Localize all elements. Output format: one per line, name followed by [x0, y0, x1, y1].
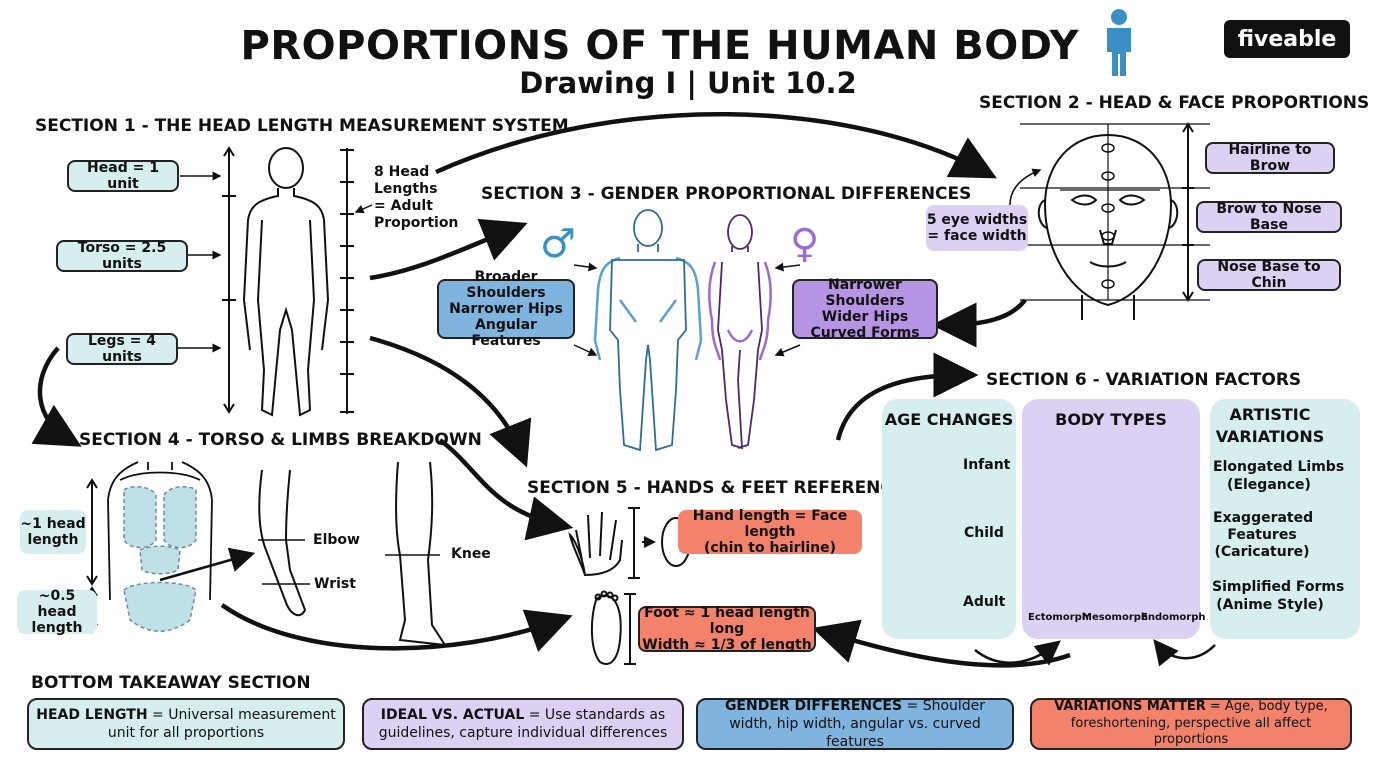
ectomorph-label: Ectomorph: [1028, 612, 1089, 623]
female-figure: [708, 214, 772, 450]
leg-diagram: [385, 461, 447, 647]
foot-line: Foot ≈ 1 head length long: [644, 604, 810, 637]
endomorph-label: Endomorph: [1141, 612, 1206, 623]
label-line: (Anime Style): [1216, 597, 1324, 613]
body-types-title: BODY TYPES: [1055, 410, 1167, 429]
note-line: Lengths: [374, 181, 438, 197]
female-trait: Curved Forms: [810, 325, 920, 342]
male-trait: Angular Features: [471, 317, 541, 350]
takeaway-ideal-vs-actual: IDEAL VS. ACTUAL = Use standards as guid…: [362, 698, 684, 750]
takeaway-text: = Shoulder width, hip width, angular vs.…: [729, 697, 986, 751]
male-figure: [593, 209, 703, 452]
section6-heading: SECTION 6 - VARIATION FACTORS: [986, 370, 1302, 390]
label-line: Elongated Limbs: [1213, 459, 1345, 475]
nose-to-chin-label: Nose Base to Chin: [1197, 259, 1341, 291]
person-icon: [1103, 8, 1135, 88]
page-title-text: PROPORTIONS OF THE HUMAN BODY: [240, 23, 1080, 69]
adult-label: Adult: [963, 594, 1006, 610]
torso-unit-label: Torso = 2.5 units: [56, 240, 188, 272]
female-trait: Narrower Shoulders: [825, 276, 905, 309]
female-trait: Wider Hips: [821, 309, 909, 325]
label-line: Features: [1227, 527, 1297, 543]
label-line: (Caricature): [1214, 544, 1310, 560]
wrist-label: Wrist: [314, 576, 356, 592]
title-line: VARIATIONS: [1215, 427, 1325, 446]
measure-scale-left: [222, 146, 236, 414]
female-symbol-icon: ♀: [790, 221, 820, 267]
label-line: length: [27, 532, 79, 548]
hairline-to-brow-label: Hairline to Brow: [1205, 142, 1335, 174]
takeaway-text: = Use standards as guidelines, capture i…: [378, 706, 668, 741]
body-types-panel: [1022, 399, 1200, 639]
elbow-label: Elbow: [313, 532, 360, 548]
page-title: PROPORTIONS OF THE HUMAN BODY: [0, 8, 1376, 88]
legs-unit-label: Legs = 4 units: [66, 333, 178, 365]
note-line: Proportion: [374, 215, 459, 231]
takeaway-key: IDEAL VS. ACTUAL: [380, 706, 525, 723]
label-line: Simplified Forms: [1212, 579, 1345, 595]
takeaway-key: GENDER DIFFERENCES: [724, 697, 903, 714]
arm-diagram: [258, 469, 310, 617]
one-head-length-label: ~1 head length: [20, 510, 86, 554]
male-trait: Broader Shoulders: [466, 268, 546, 301]
elongated-limbs-label: Elongated Limbs (Elegance): [1213, 458, 1345, 494]
eight-heads-note: 8 Head Lengths = Adult Proportion: [374, 164, 458, 232]
section1-heading: SECTION 1 - THE HEAD LENGTH MEASUREMENT …: [35, 116, 569, 136]
takeaway-heading: BOTTOM TAKEAWAY SECTION: [31, 673, 311, 693]
hand-line: (chin to hairline): [703, 540, 837, 557]
label-line: (Elegance): [1227, 477, 1311, 493]
label-line: length: [31, 620, 83, 637]
simplified-forms-label: Simplified Forms (Anime Style): [1212, 578, 1345, 614]
takeaway-key: VARIATIONS MATTER: [1054, 698, 1206, 714]
age-changes-panel: [882, 399, 1016, 639]
page-subtitle: Drawing I | Unit 10.2: [519, 66, 857, 100]
label-line: ~0.5 head: [37, 587, 77, 620]
takeaway-text: = Universal measurement unit for all pro…: [107, 706, 336, 741]
section3-heading: SECTION 3 - GENDER PROPORTIONAL DIFFEREN…: [481, 184, 972, 204]
eye-line: 5 eye widths: [926, 211, 1028, 228]
face-guide-lines: [1020, 123, 1210, 301]
takeaway-text: = Age, body type, foreshortening, perspe…: [1070, 698, 1328, 748]
torso-diagram: [107, 461, 213, 601]
brow-to-nose-label: Brow to Nose Base: [1196, 201, 1342, 233]
age-changes-title: AGE CHANGES: [884, 410, 1014, 429]
female-traits-box: Narrower Shoulders Wider Hips Curved For…: [792, 276, 938, 342]
takeaway-key: HEAD LENGTH: [36, 706, 148, 723]
hand-line: Hand length = Face length: [692, 507, 848, 540]
label-line: Exaggerated: [1213, 510, 1314, 526]
male-traits-box: Broader Shoulders Narrower Hips Angular …: [437, 269, 575, 349]
takeaway-variations-matter: VARIATIONS MATTER = Age, body type, fore…: [1030, 698, 1352, 750]
label-line: ~1 head: [20, 515, 86, 532]
section2-heading: SECTION 2 - HEAD & FACE PROPORTIONS: [979, 93, 1370, 113]
note-line: 8 Head: [374, 164, 430, 180]
infant-label: Infant: [963, 457, 1011, 473]
foot-drawing: [590, 590, 636, 665]
artistic-variations-title: ARTISTIC VARIATIONS: [1210, 404, 1330, 448]
section4-heading: SECTION 4 - TORSO & LIMBS BREAKDOWN: [79, 430, 482, 450]
eye-widths-label: 5 eye widths = face width: [926, 205, 1028, 251]
mesomorph-label: Mesomorph: [1082, 612, 1149, 623]
eye-line: = face width: [927, 228, 1027, 244]
foot-line: Width ≈ 1/3 of length: [642, 637, 812, 654]
takeaway-head-length: HEAD LENGTH = Universal measurement unit…: [27, 698, 345, 750]
exaggerated-features-label: Exaggerated Features (Caricature): [1213, 510, 1314, 561]
takeaway-gender-differences: GENDER DIFFERENCES = Shoulder width, hip…: [696, 698, 1014, 750]
child-label: Child: [964, 525, 1004, 541]
measure-scale-right: [340, 148, 354, 414]
hand-drawing: [568, 511, 623, 577]
section5-heading: SECTION 5 - HANDS & FEET REFERENCE: [527, 478, 905, 498]
title-line: ARTISTIC: [1229, 405, 1311, 424]
connector-arrows: [31, 111, 1071, 668]
male-symbol-icon: ♂: [540, 221, 576, 267]
hand-length-box: Hand length = Face length (chin to hairl…: [678, 507, 862, 557]
body-figure-8-heads: [242, 147, 330, 417]
head-unit-label: Head = 1 unit: [67, 160, 179, 192]
knee-label: Knee: [451, 546, 491, 562]
fiveable-logo: fiveable: [1224, 20, 1350, 58]
half-head-length-label: ~0.5 head length: [17, 587, 97, 637]
foot-length-box: Foot ≈ 1 head length long Width ≈ 1/3 of…: [638, 604, 816, 654]
artistic-variations-panel: [1210, 399, 1360, 639]
note-line: = Adult: [374, 198, 433, 214]
male-trait: Narrower Hips: [449, 300, 563, 317]
